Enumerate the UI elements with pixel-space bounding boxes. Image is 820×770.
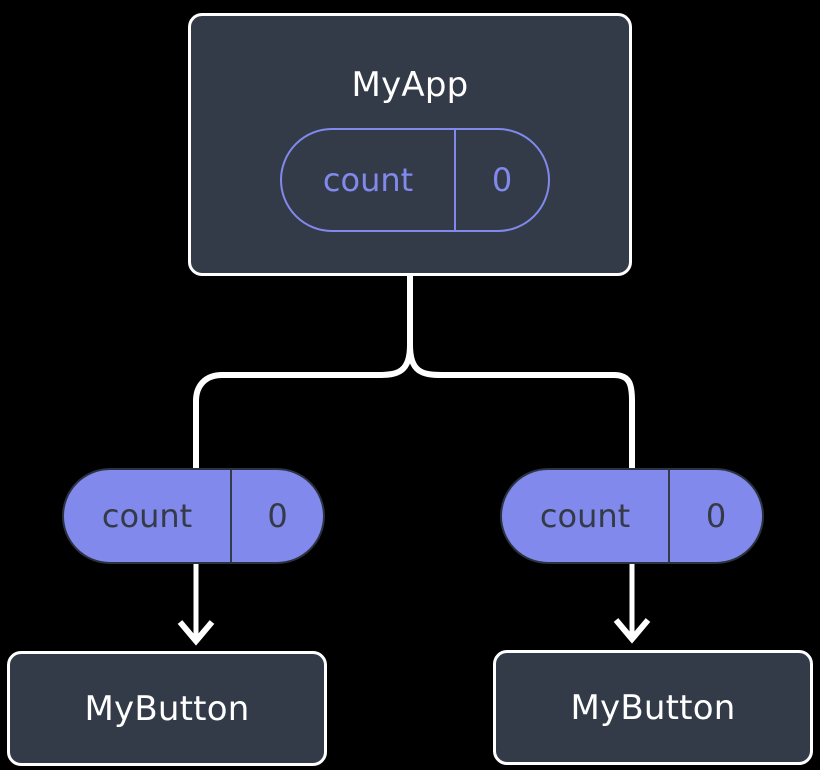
component-node-mybutton-left-label: MyButton bbox=[84, 688, 250, 729]
connector-fork-right bbox=[407, 344, 635, 470]
component-node-myapp-label: MyApp bbox=[351, 65, 469, 105]
state-pill-left-value: 0 bbox=[230, 470, 323, 562]
arrow-right-head-icon bbox=[613, 618, 651, 644]
arrow-left-head-icon bbox=[177, 620, 215, 646]
state-pill-left[interactable]: count 0 bbox=[62, 468, 325, 564]
state-pill-right-key: count bbox=[539, 497, 631, 535]
component-node-mybutton-left[interactable]: MyButton bbox=[7, 651, 327, 766]
state-pill-myapp[interactable]: count 0 bbox=[280, 128, 550, 232]
component-node-mybutton-right[interactable]: MyButton bbox=[493, 650, 813, 765]
connector-fork-left bbox=[193, 344, 413, 470]
state-pill-right[interactable]: count 0 bbox=[500, 468, 764, 564]
state-pill-myapp-key: count bbox=[322, 161, 414, 199]
component-node-mybutton-right-label: MyButton bbox=[570, 687, 736, 728]
component-node-myapp[interactable]: MyApp count 0 bbox=[188, 13, 632, 276]
state-pill-left-key: count bbox=[101, 497, 193, 535]
state-pill-myapp-value: 0 bbox=[454, 130, 548, 230]
state-pill-right-value: 0 bbox=[668, 470, 762, 562]
